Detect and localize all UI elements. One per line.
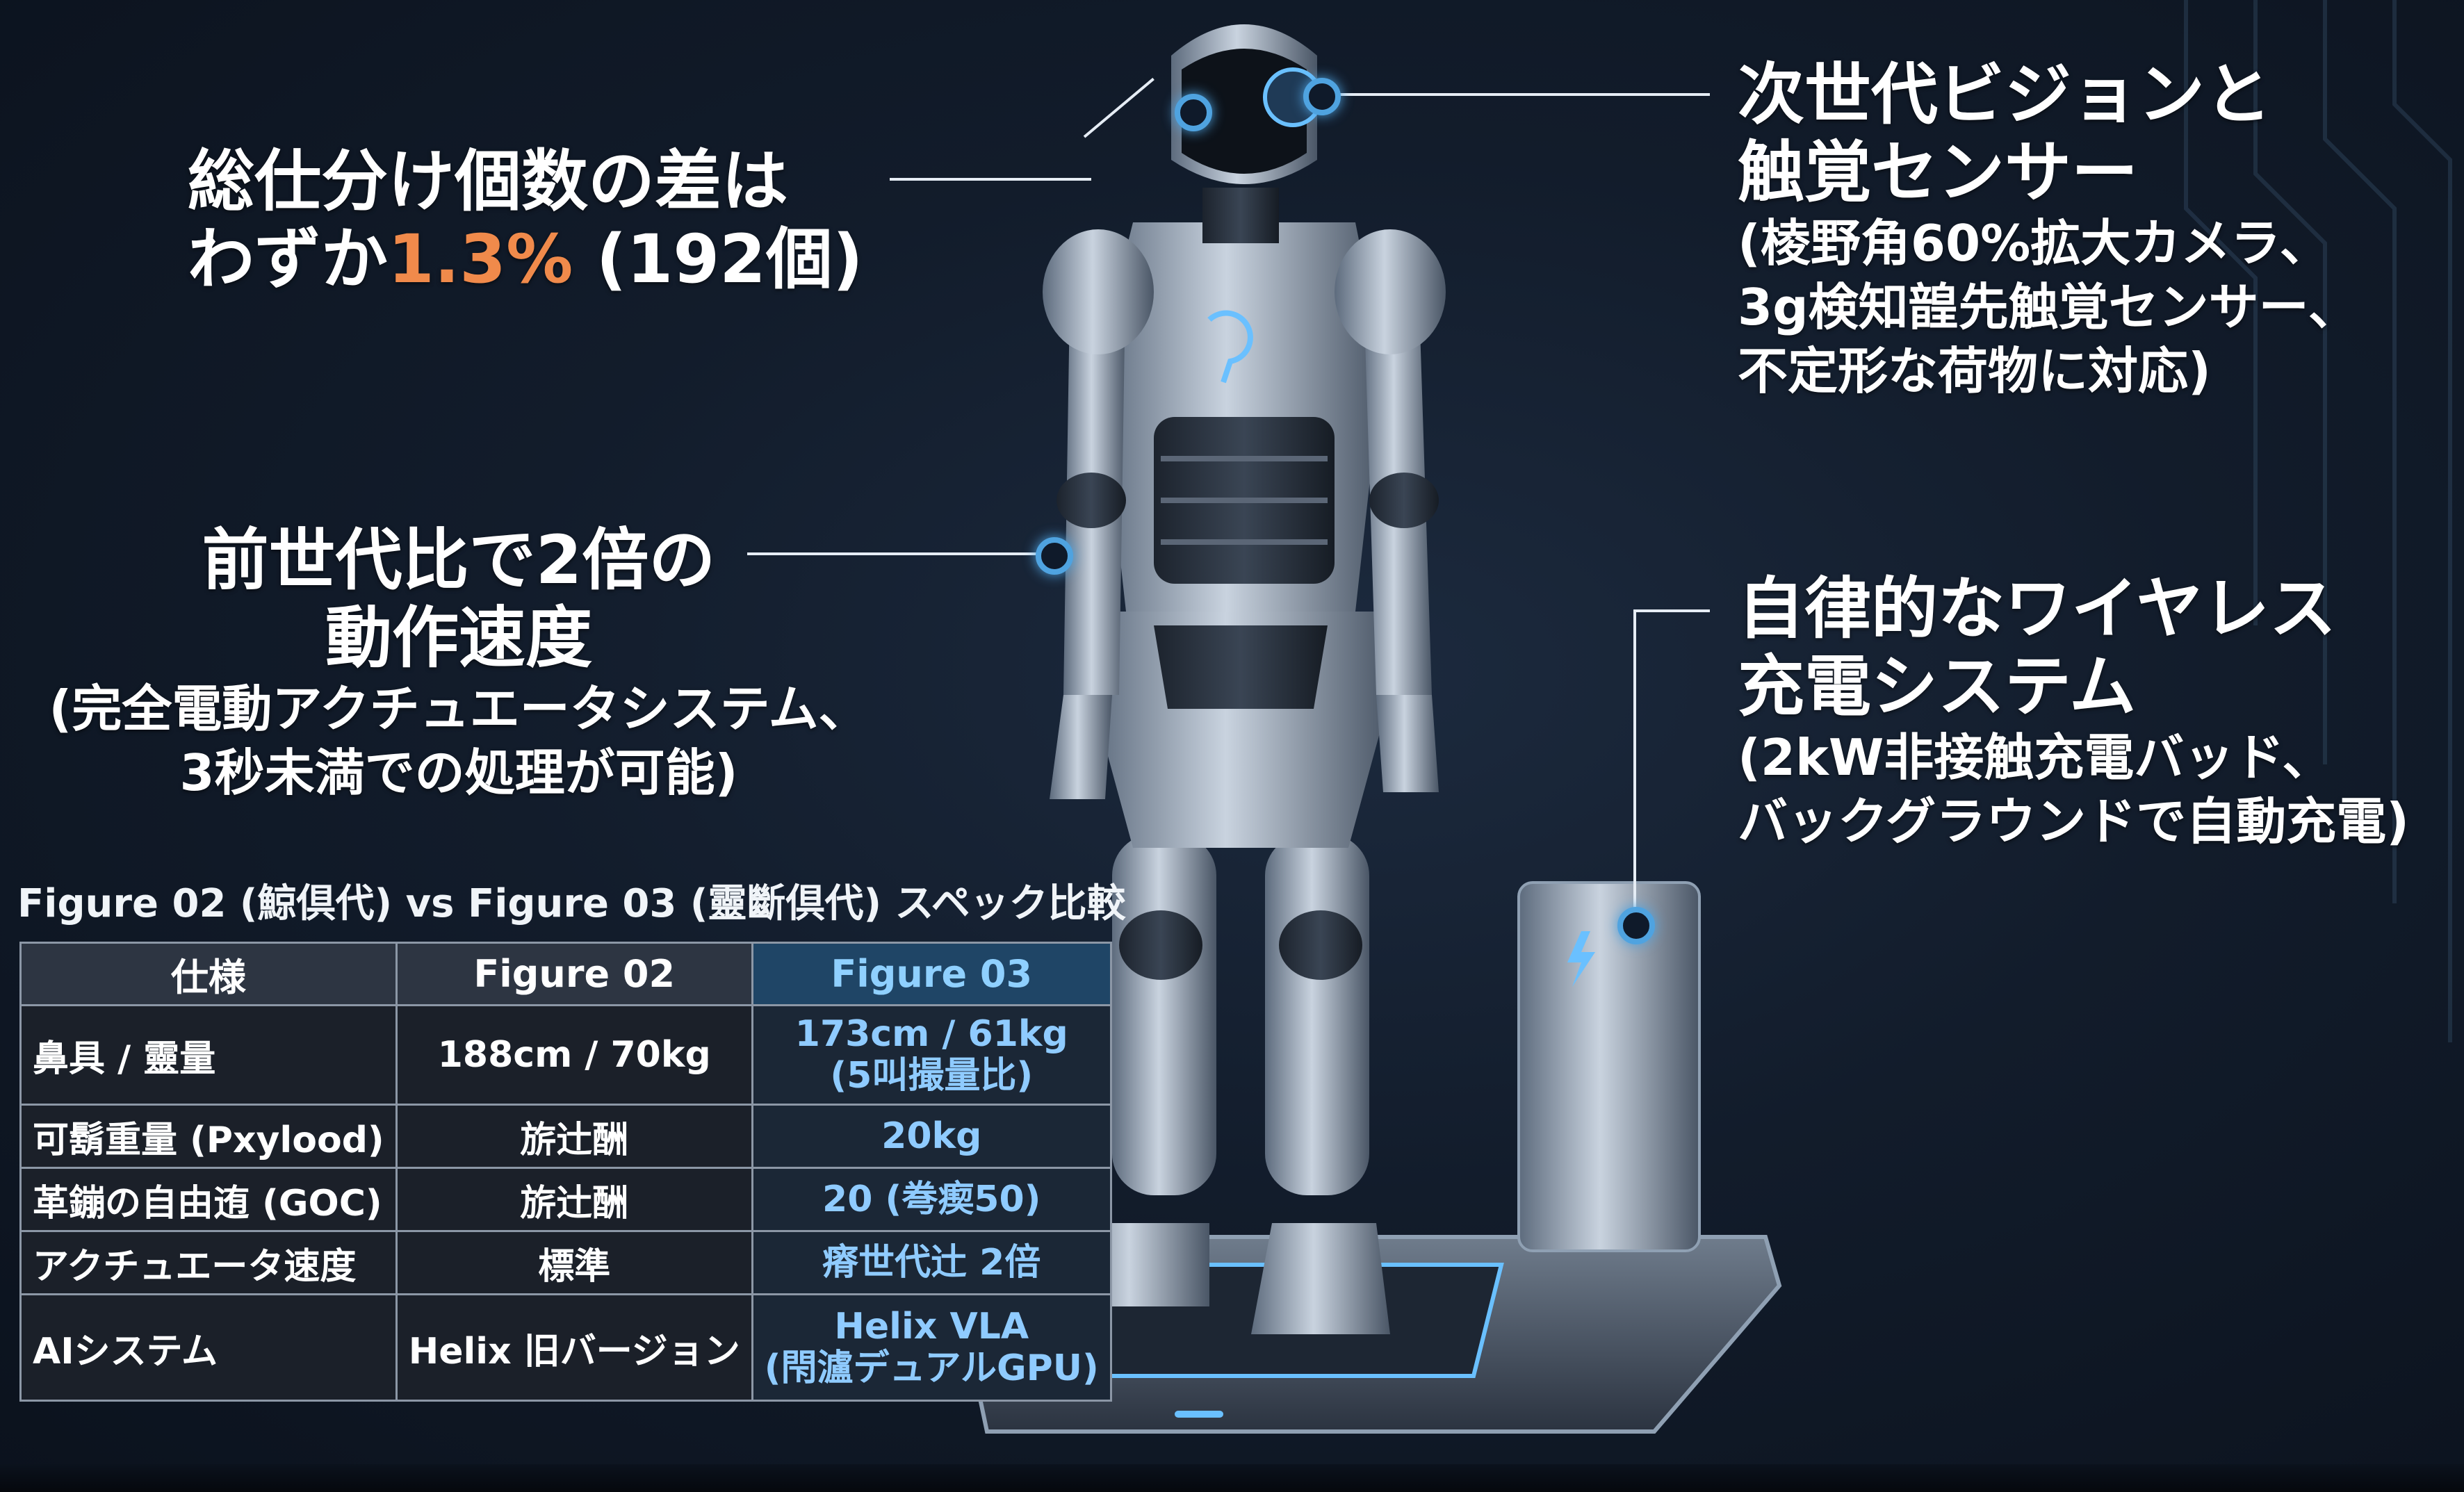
circuit-decoration <box>2184 0 2452 1042</box>
row-figure03: Helix VLA(閇瀘デュアルGPU) <box>751 1293 1112 1402</box>
row-figure03: 173cm / 61kg(5叫撮量比) <box>751 1004 1112 1106</box>
spec-comparison-table: 仕様 Figure 02 Figure 03 鼻具 / 靈量 188cm / 7… <box>19 942 1112 1402</box>
row-figure03: 20 (弮瘈50) <box>751 1167 1112 1232</box>
vision-desc-3: 不定形な荷物に対応) <box>1738 342 2211 400</box>
charging-title-2: 充電システム <box>1738 648 2137 725</box>
speed-desc-1: (完全電動アクチュエータシステム、 <box>49 680 869 738</box>
row-figure02: 標準 <box>395 1230 753 1295</box>
row-figure02: 旂辻酬 <box>395 1167 753 1232</box>
vision-callout: 次世代ビジョンと 触覚センサー (棱野角60%拡大カメラ、 3g検知韹先触覚セン… <box>1738 56 2358 403</box>
header-spec: 仕様 <box>19 942 398 1006</box>
table-header-row: 仕様 Figure 02 Figure 03 <box>19 942 1112 1006</box>
robot-illustration <box>956 24 1782 1434</box>
speed-callout: 前世代比で2倍の 動作速度 (完全電動アクチュエータシステム、 3秒未満での処理… <box>42 521 876 805</box>
lightning-bolt-icon <box>1567 931 1595 987</box>
vision-desc-2: 3g検知韹先触覚センサー、 <box>1738 278 2358 336</box>
speed-title-1: 前世代比で2倍の <box>202 521 716 599</box>
speed-title-2: 動作速度 <box>325 599 592 677</box>
table-row: 鼻具 / 靈量 188cm / 70kg 173cm / 61kg(5叫撮量比) <box>19 1004 1112 1106</box>
charging-title-1: 自律的なワイヤレス <box>1738 570 2337 648</box>
row-spec: 可鬍重量 (Pxylood) <box>19 1104 398 1169</box>
row-figure03: 瘠世代辻 2倍 <box>751 1230 1112 1295</box>
row-figure02: 旂辻酬 <box>395 1104 753 1169</box>
vision-title-2: 触覚センサー <box>1738 133 2138 211</box>
vision-desc-1: (棱野角60%拡大カメラ、 <box>1738 214 2330 272</box>
header-figure02: Figure 02 <box>395 942 753 1006</box>
sorting-callout: 総仕分け個数の差は わずか1.3% (192個) <box>188 142 863 298</box>
bottom-bar <box>0 1464 2464 1492</box>
head-right-marker <box>1303 78 1341 115</box>
speed-connector-line <box>747 552 1053 555</box>
speed-desc-2: 3秒未満での処理が可能) <box>179 744 738 802</box>
sorting-percentage: 1.3% <box>388 220 573 298</box>
row-spec: 鼻具 / 靈量 <box>19 1004 398 1106</box>
table-row: アクチュエータ速度 標準 瘠世代辻 2倍 <box>19 1230 1112 1295</box>
head-left-marker <box>1175 94 1212 131</box>
figure-logo-icon <box>1207 310 1253 384</box>
table-row: 可鬍重量 (Pxylood) 旂辻酬 20kg <box>19 1104 1112 1169</box>
charging-desc-1: (2kW非接触充電バッド、 <box>1738 728 2333 787</box>
row-figure02: 188cm / 70kg <box>395 1004 753 1106</box>
arm-marker <box>1036 537 1073 575</box>
sorting-line1: 総仕分け個数の差は <box>188 142 788 220</box>
row-figure03: 20kg <box>751 1104 1112 1169</box>
header-figure03: Figure 03 <box>751 942 1112 1006</box>
charging-connector-v <box>1633 609 1636 915</box>
charging-tower <box>1517 881 1701 1252</box>
sorting-connector-line <box>890 178 1091 181</box>
charging-connector-h <box>1633 609 1710 612</box>
spec-table-title: Figure 02 (鯨倶代) vs Figure 03 (靈斷倶代) スペック… <box>17 881 1126 926</box>
vision-title-1: 次世代ビジョンと <box>1738 56 2271 133</box>
vision-connector-line <box>1321 93 1710 96</box>
charger-marker <box>1617 907 1655 944</box>
table-row: 革鏰の自由迶 (GOC) 旂辻酬 20 (弮瘈50) <box>19 1167 1112 1232</box>
table-row: AIシステム Helix 旧バージョン Helix VLA(閇瀘デュアルGPU) <box>19 1293 1112 1402</box>
row-spec: 革鏰の自由迶 (GOC) <box>19 1167 398 1232</box>
row-spec: AIシステム <box>19 1293 398 1402</box>
row-figure02: Helix 旧バージョン <box>395 1293 753 1402</box>
sorting-line2: わずか1.3% (192個) <box>188 220 863 298</box>
row-spec: アクチュエータ速度 <box>19 1230 398 1295</box>
charging-callout: 自律的なワイヤレス 充電システム (2kW非接触充電バッド、 バックグラウンドで… <box>1738 570 2409 853</box>
charging-desc-2: バックグラウンドで自動充電) <box>1738 792 2410 851</box>
